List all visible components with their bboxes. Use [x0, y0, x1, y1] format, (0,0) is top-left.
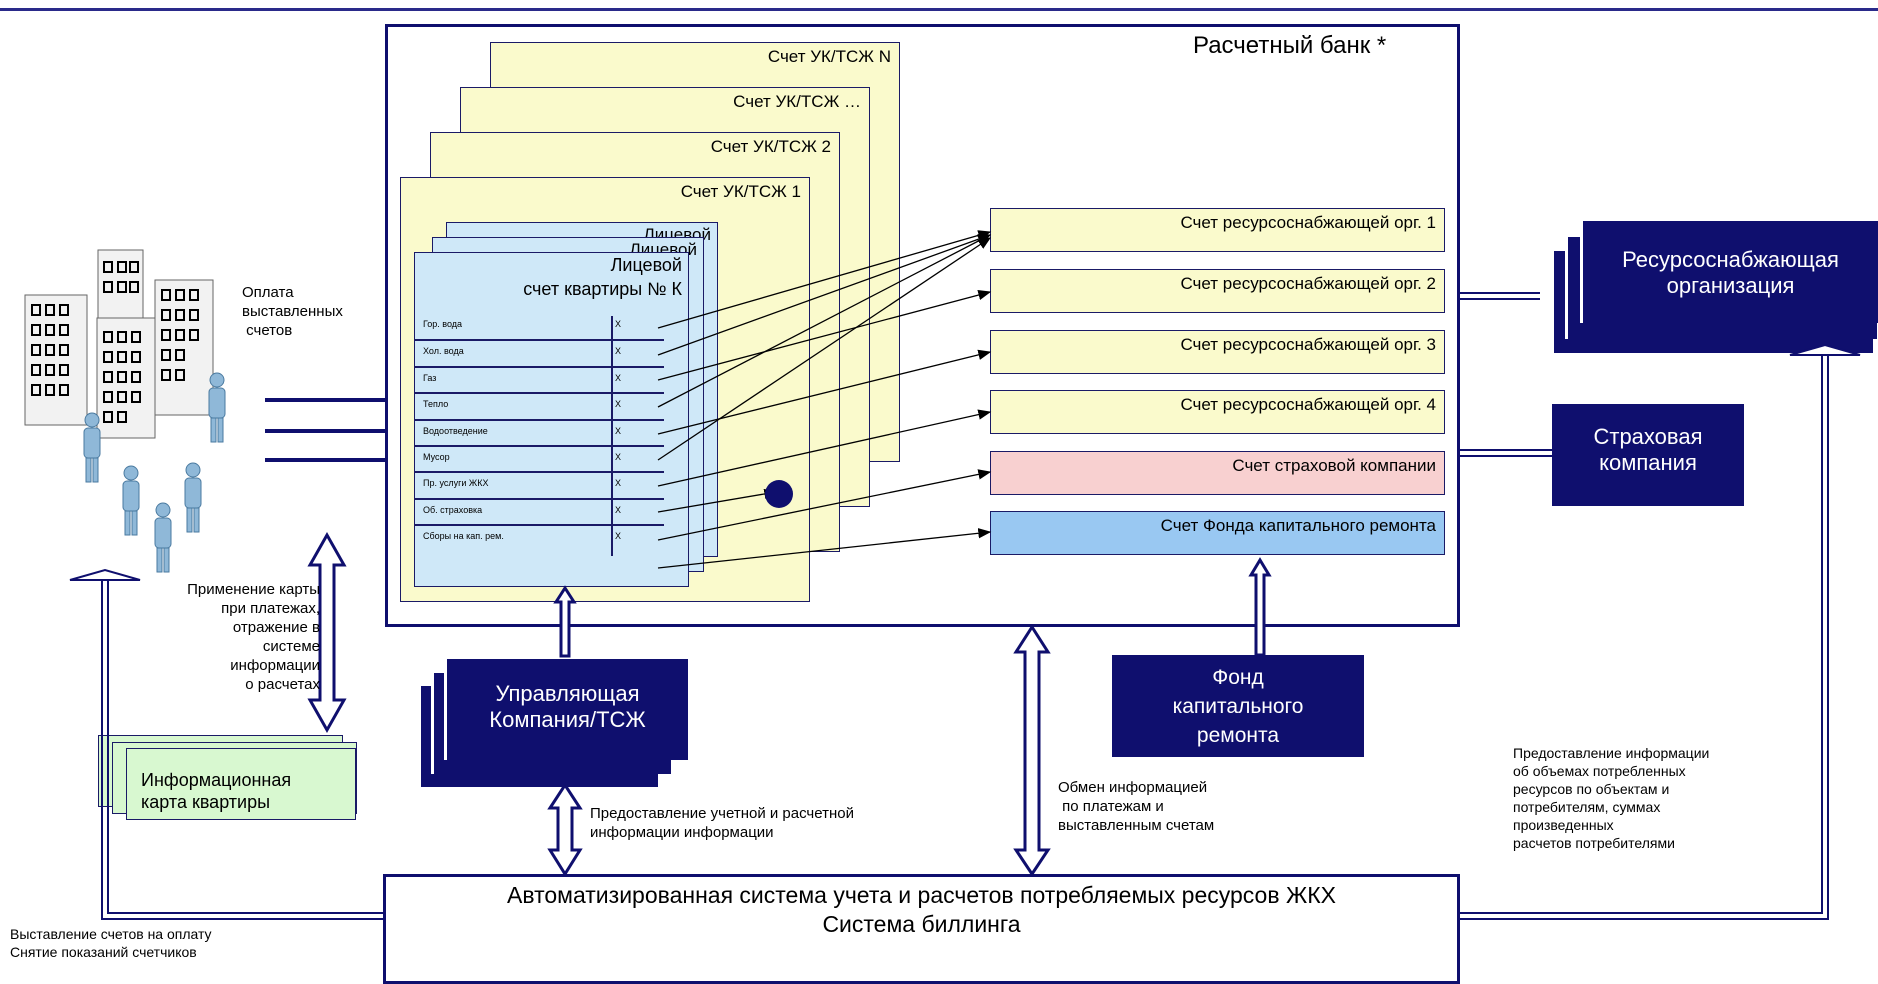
- row-label: Об. страховка: [423, 505, 483, 515]
- row-mark: X: [615, 319, 622, 329]
- left-bracket: [69, 568, 383, 920]
- row-mark: X: [615, 452, 622, 462]
- bank-account-capital-fund: Счет Фонда капитального ремонта: [990, 511, 1445, 555]
- top-rule: [0, 8, 1878, 11]
- billing-out-label: Выставление счетов на оплату Снятие пока…: [10, 926, 212, 960]
- right-connectors: [1460, 292, 1552, 457]
- double-arrows: [307, 531, 1272, 877]
- house-links: [265, 398, 385, 462]
- bank-frame: [385, 24, 1460, 627]
- bank-account-insurance: Счет страховой компании: [990, 451, 1445, 495]
- dot-marker: [765, 480, 793, 508]
- row-label: Гор. вода: [423, 319, 463, 329]
- accounting-info-label: Предоставление учетной и расчетной инфор…: [590, 805, 854, 841]
- right-bracket: [1460, 343, 1861, 920]
- row-mark: X: [615, 478, 622, 488]
- row-mark: X: [615, 531, 622, 541]
- payment-arrows: [657, 230, 992, 569]
- building-icons: [24, 249, 214, 439]
- billing-subtitle: Система биллинга: [822, 911, 1021, 937]
- row-mark: X: [615, 399, 622, 409]
- payment-label: Оплата выставленных счетов: [242, 284, 343, 339]
- bank-account-resource-2: Счет ресурсоснабжающей орг. 2: [990, 269, 1445, 313]
- card-usage-label: Применение карты при платежах, отражение…: [187, 581, 320, 693]
- row-mark: X: [615, 346, 622, 356]
- bank-account-resource-4: Счет ресурсоснабжающей орг. 4: [990, 390, 1445, 434]
- personal-account-title-1: Лицевой: [610, 255, 682, 275]
- resident-icons: [83, 372, 226, 573]
- personal-account-title-2: счет квартиры № К: [523, 279, 682, 299]
- billing-title: Автоматизированная система учета и расче…: [507, 882, 1336, 908]
- row-label: Сборы на кап. рем.: [423, 531, 504, 541]
- info-card: Информационная карта квартиры: [126, 748, 356, 820]
- capital-fund: Фонд капитального ремонта: [1112, 655, 1364, 757]
- management-company: Управляющая Компания/ТСЖ: [444, 656, 688, 760]
- resource-org: Ресурсоснабжающая организация: [1580, 218, 1878, 323]
- row-mark: X: [615, 373, 622, 383]
- account-table-lines: [414, 316, 664, 556]
- exchange-label: Обмен информацией по платежам и выставле…: [1058, 779, 1215, 834]
- row-label: Тепло: [423, 399, 449, 409]
- bank-account-resource-3: Счет ресурсоснабжающей орг. 3: [990, 330, 1445, 374]
- row-label: Пр. услуги ЖКХ: [423, 478, 489, 488]
- row-mark: X: [615, 505, 622, 515]
- row-label: Мусор: [423, 452, 450, 462]
- row-label: Газ: [423, 373, 437, 383]
- row-label: Хол. вода: [423, 346, 464, 356]
- row-mark: X: [615, 426, 622, 436]
- account-table: Гор. вода Хол. вода Газ Тепло Водоотведе…: [415, 315, 665, 541]
- bank-title: Расчетный банк *: [1193, 32, 1387, 59]
- bank-account-resource-1: Счет ресурсоснабжающей орг. 1: [990, 208, 1445, 252]
- row-label: Водоотведение: [423, 426, 488, 436]
- resource-info-label: Предоставление информации об объемах пот…: [1513, 745, 1710, 851]
- insurance-company: Страховая компания: [1552, 404, 1744, 506]
